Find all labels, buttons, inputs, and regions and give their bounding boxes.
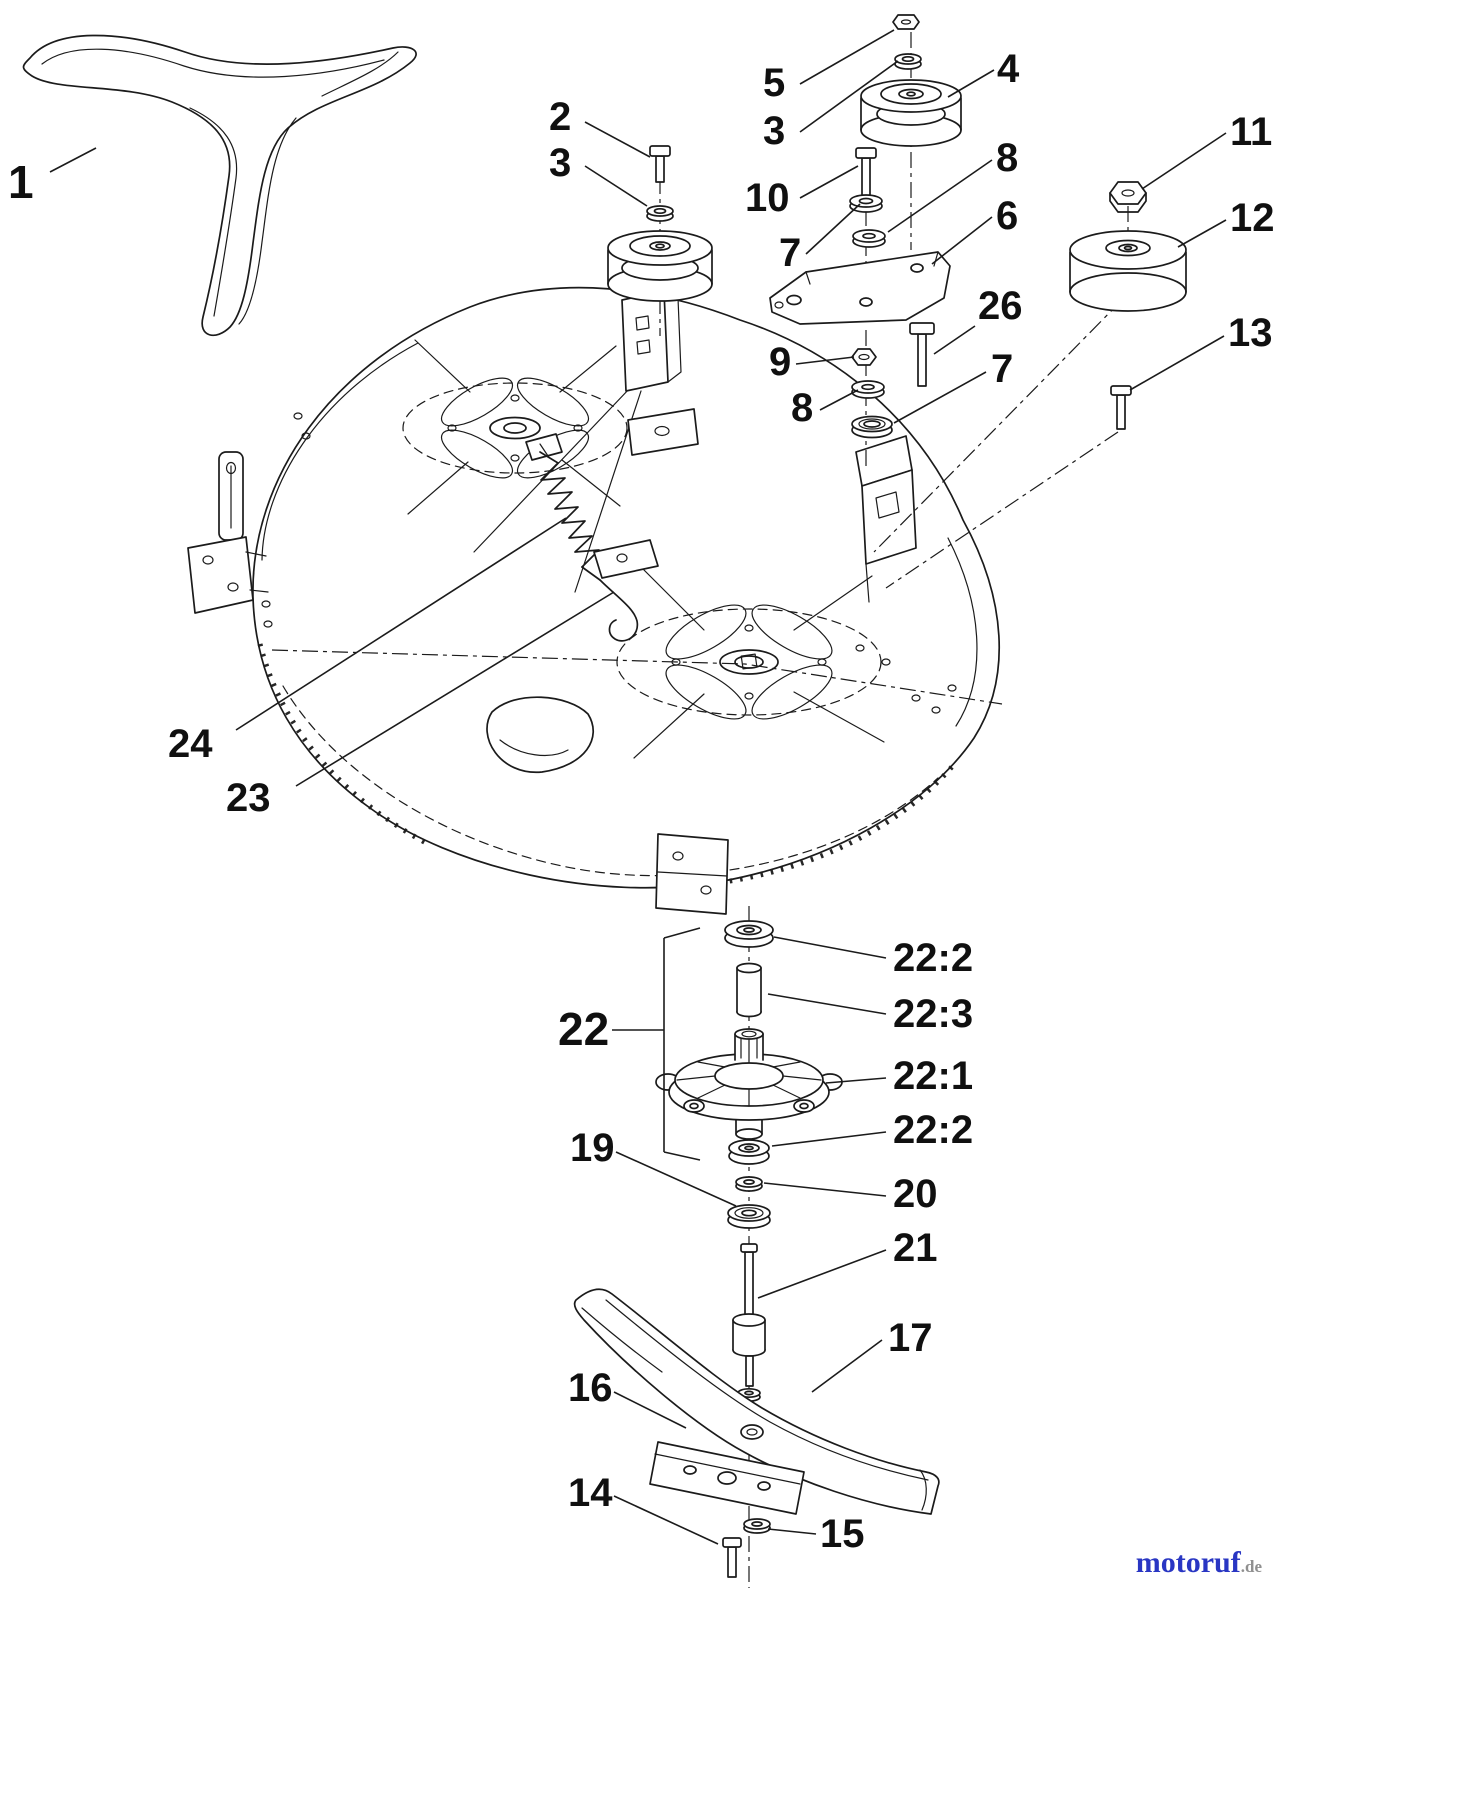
spindle-bearing-top: [724, 920, 774, 948]
callout-14: 14: [568, 1471, 613, 1515]
washer-3-right: [894, 53, 922, 70]
callout-10: 10: [745, 176, 790, 220]
callout-4: 4: [997, 47, 1020, 91]
callout-22-bracket: [612, 927, 701, 1161]
callout-3-left: 3: [549, 141, 571, 185]
callout-23: 23: [226, 776, 271, 820]
callout-8-upper: 8: [996, 136, 1018, 180]
deck-spindle-pattern-center: [616, 604, 882, 720]
callout-22-2-bottom: 22:2: [893, 1108, 973, 1152]
washer-8-upper: [852, 229, 886, 248]
callout-16: 16: [568, 1366, 613, 1410]
callout-22-1: 22:1: [893, 1054, 973, 1098]
idler-bracket: [769, 251, 951, 325]
bolt-2: [649, 145, 671, 183]
deck-pocket: [486, 696, 594, 773]
idler-pulley-right: [1069, 230, 1187, 312]
washer-19: [727, 1204, 771, 1229]
spindle-bearing-bottom: [728, 1139, 770, 1165]
callout-22-3: 22:3: [893, 992, 973, 1036]
callout-24: 24: [168, 722, 213, 766]
deck-plate: [627, 408, 699, 456]
deck-right-bracket: [855, 435, 917, 603]
callout-labels: 1 2 3 5 3 4 10 7 8 6 11 12 26 9 8 7 13 2…: [8, 47, 1275, 1556]
callout-17: 17: [888, 1316, 933, 1360]
callout-22-2-top: 22:2: [893, 936, 973, 980]
spindle-housing: [655, 1028, 843, 1140]
washer-7-lower: [851, 415, 893, 439]
callout-19: 19: [570, 1126, 615, 1170]
deck-left-hanger-upper: [218, 451, 244, 541]
callout-11: 11: [1230, 110, 1272, 154]
callout-21: 21: [893, 1226, 938, 1270]
bolt-14: [722, 1537, 742, 1578]
idler-lever: [593, 539, 659, 642]
washer-20: [735, 1176, 763, 1192]
callout-1: 1: [8, 156, 34, 208]
mower-deck: [187, 286, 1001, 915]
nut-11: [1109, 181, 1147, 213]
callout-6: 6: [996, 194, 1018, 238]
washer-8-lower: [851, 380, 885, 399]
washer-7-upper: [849, 194, 883, 213]
deck-bottom-bracket: [655, 833, 729, 915]
callout-9: 9: [769, 340, 791, 384]
callout-15: 15: [820, 1512, 865, 1556]
drive-belt: [22, 34, 417, 337]
callout-26: 26: [978, 284, 1023, 328]
idler-pulley-top: [860, 79, 962, 147]
blade: [573, 1288, 940, 1515]
deck-holes: [261, 412, 957, 714]
callout-2: 2: [549, 95, 571, 139]
watermark-tld[interactable]: .de: [1241, 1557, 1263, 1576]
spring-anchor: [525, 433, 563, 461]
washer-15: [743, 1518, 771, 1534]
blade-adapter: [649, 1441, 805, 1515]
watermark-brand[interactable]: motoruf: [1136, 1546, 1242, 1579]
idler-pulley-left: [607, 230, 713, 302]
bolt-10: [855, 147, 877, 197]
callout-5: 5: [763, 61, 785, 105]
spindle-shaft-21: [732, 1243, 766, 1387]
callout-12: 12: [1230, 196, 1275, 240]
bolt-13: [1110, 385, 1132, 430]
deck-left-hanger-lower: [187, 536, 269, 614]
spindle-spacer: [736, 962, 762, 1018]
callout-7-upper: 7: [779, 231, 801, 275]
callout-22: 22: [558, 1003, 609, 1055]
callout-8-lower: 8: [791, 386, 813, 430]
nut-9: [851, 348, 877, 366]
nut-5: [892, 14, 920, 30]
callout-13: 13: [1228, 311, 1273, 355]
watermark-link[interactable]: motoruf.de: [1136, 1546, 1263, 1579]
bolt-26: [909, 322, 935, 387]
leader-lines: [49, 29, 1227, 1545]
tension-spring: [539, 451, 601, 581]
callout-7-lower: 7: [991, 347, 1013, 391]
callout-20: 20: [893, 1172, 938, 1216]
callout-3-right: 3: [763, 109, 785, 153]
washer-3-left: [646, 205, 674, 222]
